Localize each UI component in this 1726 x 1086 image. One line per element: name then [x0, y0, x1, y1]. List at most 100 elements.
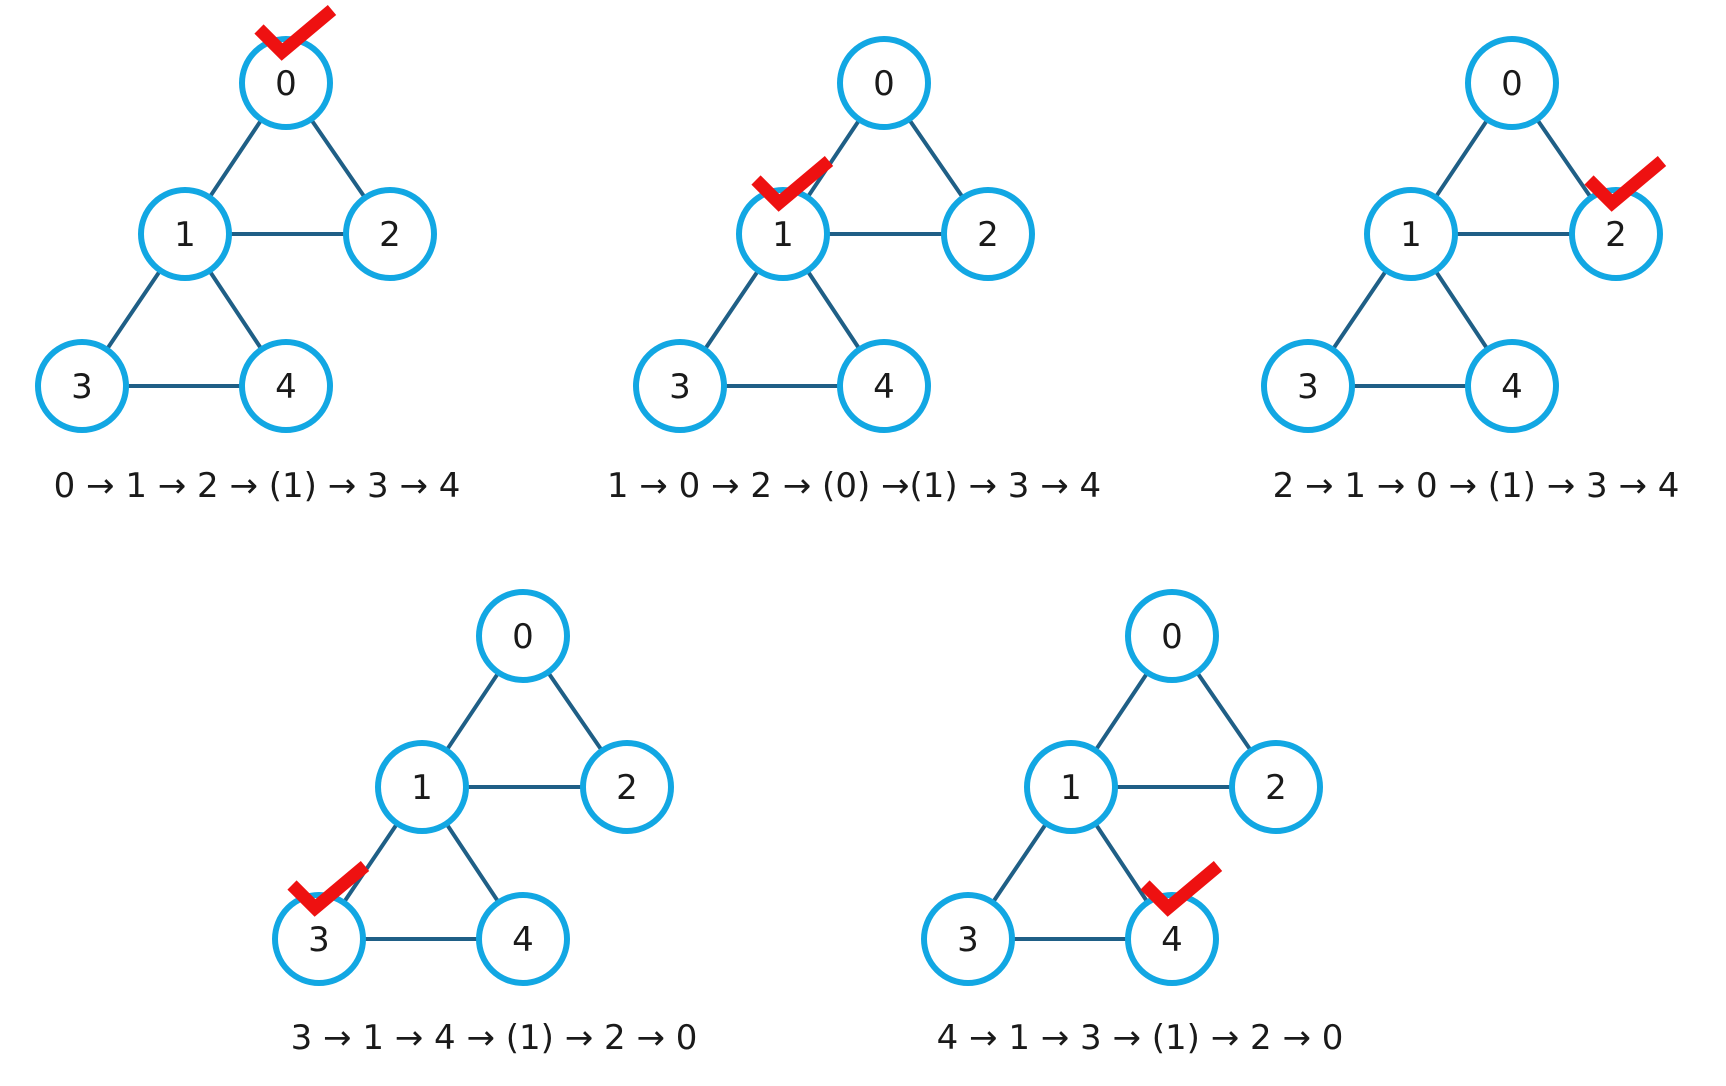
edge-1-4	[207, 268, 264, 352]
node-label: 4	[275, 367, 297, 407]
node-4: 4	[1125, 892, 1219, 986]
node-0: 0	[476, 589, 570, 683]
check-mark-icon	[1140, 861, 1223, 917]
node-circle	[1229, 740, 1323, 834]
edge-0-1	[444, 670, 501, 753]
node-circle	[580, 740, 674, 834]
node-4: 4	[476, 892, 570, 986]
edge-0-1	[207, 117, 264, 200]
node-label: 2	[616, 768, 638, 808]
node-circle	[941, 187, 1035, 281]
node-1: 1	[736, 187, 830, 281]
node-circle	[1364, 187, 1458, 281]
node-label: 1	[174, 215, 196, 255]
node-label: 3	[957, 920, 979, 960]
edge-1-3	[341, 821, 400, 905]
node-circle	[1465, 36, 1559, 130]
node-circle	[1569, 187, 1663, 281]
edge-0-1	[1433, 117, 1490, 200]
edge-0-2	[906, 117, 966, 200]
node-circle	[239, 339, 333, 433]
traversal-order-3: 3 → 1 → 4 → (1) → 2 → 0	[291, 1018, 698, 1058]
node-0: 0	[239, 36, 333, 130]
edge-0-2	[308, 117, 368, 200]
node-0: 0	[1125, 589, 1219, 683]
node-label: 0	[275, 64, 297, 104]
node-label: 4	[1501, 367, 1523, 407]
node-3: 3	[1261, 339, 1355, 433]
edge-0-2	[1194, 670, 1254, 753]
node-1: 1	[138, 187, 232, 281]
node-circle	[476, 892, 570, 986]
node-2: 2	[1569, 187, 1663, 281]
edge-1-3	[104, 268, 163, 352]
node-3: 3	[921, 892, 1015, 986]
node-label: 1	[772, 215, 794, 255]
node-circle	[1024, 740, 1118, 834]
edge-1-3	[990, 821, 1049, 905]
graph-panel-3: 0 1 2 3 4 3 → 1 → 4 → (1) → 2 → 0	[272, 589, 698, 1058]
node-0: 0	[837, 36, 931, 130]
node-label: 3	[308, 920, 330, 960]
node-label: 0	[873, 64, 895, 104]
node-label: 4	[512, 920, 534, 960]
check-mark-icon	[254, 5, 337, 61]
node-circle	[239, 36, 333, 130]
node-circle	[1465, 339, 1559, 433]
graph-panel-2: 0 1 2 3 4 2 → 1 → 0 → (1) → 3 → 4	[1261, 36, 1680, 506]
node-label: 2	[1265, 768, 1287, 808]
node-label: 1	[411, 768, 433, 808]
node-label: 2	[977, 215, 999, 255]
node-circle	[837, 36, 931, 130]
traversal-order-4: 4 → 1 → 3 → (1) → 2 → 0	[937, 1018, 1344, 1058]
node-label: 0	[1161, 617, 1183, 657]
node-2: 2	[343, 187, 437, 281]
node-circle	[1261, 339, 1355, 433]
node-2: 2	[580, 740, 674, 834]
edge-1-4	[1093, 821, 1150, 905]
edge-1-4	[444, 821, 501, 905]
node-3: 3	[633, 339, 727, 433]
node-label: 3	[669, 367, 691, 407]
node-2: 2	[1229, 740, 1323, 834]
check-mark-icon	[1584, 156, 1667, 212]
node-label: 3	[71, 367, 93, 407]
node-3: 3	[35, 339, 129, 433]
node-circle	[35, 339, 129, 433]
node-label: 2	[1605, 215, 1627, 255]
edge-1-3	[702, 268, 761, 352]
edge-0-1	[805, 117, 862, 200]
node-label: 2	[379, 215, 401, 255]
node-label: 0	[512, 617, 534, 657]
edge-0-1	[1093, 670, 1150, 753]
node-circle	[837, 339, 931, 433]
edge-1-4	[1433, 268, 1490, 352]
node-4: 4	[239, 339, 333, 433]
node-circle	[138, 187, 232, 281]
edge-1-4	[805, 268, 862, 352]
node-2: 2	[941, 187, 1035, 281]
graph-panel-0: 0 1 2 3 4 0 → 1 → 2 → (1) → 3 → 4	[35, 5, 461, 506]
node-circle	[736, 187, 830, 281]
node-circle	[272, 892, 366, 986]
node-label: 4	[1161, 920, 1183, 960]
traversal-order-0: 0 → 1 → 2 → (1) → 3 → 4	[54, 466, 461, 506]
node-circle	[343, 187, 437, 281]
check-mark-icon	[751, 156, 834, 212]
node-circle	[921, 892, 1015, 986]
node-1: 1	[1024, 740, 1118, 834]
node-label: 0	[1501, 64, 1523, 104]
node-label: 4	[873, 367, 895, 407]
node-3: 3	[272, 892, 366, 986]
node-circle	[633, 339, 727, 433]
node-label: 3	[1297, 367, 1319, 407]
node-circle	[1125, 892, 1219, 986]
traversal-order-2: 2 → 1 → 0 → (1) → 3 → 4	[1273, 466, 1680, 506]
node-label: 1	[1400, 215, 1422, 255]
node-0: 0	[1465, 36, 1559, 130]
edge-0-2	[1534, 117, 1594, 200]
node-circle	[476, 589, 570, 683]
node-circle	[1125, 589, 1219, 683]
node-1: 1	[1364, 187, 1458, 281]
